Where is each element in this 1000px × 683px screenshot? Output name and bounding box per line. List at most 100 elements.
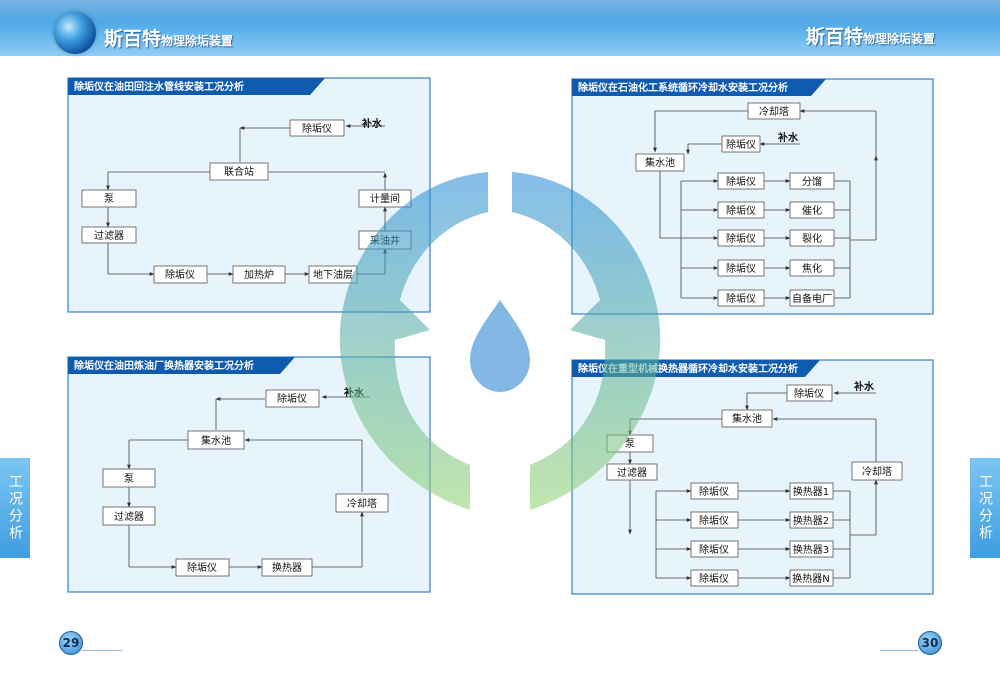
box-cooling-tower [747,102,801,120]
box-combined-station-label: 联合站 [224,165,254,178]
panel-title-bar [68,78,325,95]
side-tab-right: 工况分析 [970,458,1000,558]
box-pump-label: 泵 [625,438,635,450]
box-descaler-2-label: 除垢仪 [726,204,756,217]
box-metering-room [358,189,412,208]
box-heat-exchanger-label: 换热器 [272,561,302,574]
box-descaler-1 [717,172,765,190]
panel-title-bar [68,357,295,374]
box-descaler-4-label: 除垢仪 [726,262,756,275]
box-underground-reservoir-label: 地下油层 [313,268,353,281]
box-cooling-tower-label: 冷却塔 [862,465,892,478]
brand-name-right: 斯百特 [806,26,864,48]
page-number-left: 29 [59,631,83,655]
box-exchanger-1 [789,482,834,500]
box-descaler-top [786,384,833,402]
box-cooling-tower [851,461,903,481]
box-collection-pool [721,409,773,428]
box-exchanger-n-label: 换热器N [792,572,829,585]
brand-name-left: 斯百特 [104,28,162,50]
box-descaler-top-label: 除垢仪 [726,138,756,151]
page-header: 斯百特物理除垢装置 斯百特物理除垢装置 [0,0,1000,56]
watermark-logo-icon [339,172,661,510]
box-pump-label: 泵 [124,473,134,485]
box-fractionation-label: 分馏 [802,175,822,188]
box-combined-station [209,162,269,181]
page-number-right: 30 [918,631,942,655]
box-descaler-2-label: 除垢仪 [699,514,729,527]
box-descaler-4 [690,569,739,587]
box-exchanger-2 [789,511,834,529]
header-shine [0,0,1000,22]
box-descaler-2 [717,201,765,219]
box-metering-room-label: 计量间 [370,192,400,205]
page-line-right [880,650,918,651]
box-descaler [289,119,345,137]
box-exchanger-2-label: 换热器2 [793,514,829,527]
side-tab-left: 工况分析 [0,458,30,558]
box-power-plant-label: 自备电厂 [792,292,832,305]
brand-suffix-left: 物理除垢装置 [161,34,234,48]
box-filter-label: 过滤器 [617,466,647,479]
box-filter [606,463,658,481]
box-descaler-1 [690,482,739,500]
box-heater-label: 加热炉 [244,268,274,281]
box-descaler-1-label: 除垢仪 [726,175,756,188]
box-heat-exchanger [261,558,313,577]
panel-title: 除垢仪在石油化工系统循环冷却水安装工况分析 [578,81,788,94]
box-collection-pool [635,153,685,172]
page-line-left [82,650,122,651]
box-exchanger-1-label: 换热器1 [793,485,829,498]
box-descaler-top-label: 除垢仪 [794,387,824,400]
box-collection-pool-label: 集水池 [732,412,762,425]
box-cracking [789,229,835,247]
box-descaler-2 [175,558,230,577]
box-heater [232,265,286,284]
box-collection-pool-label: 集水池 [645,156,675,169]
box-exchanger-n [789,569,834,587]
box-descaler-3-label: 除垢仪 [699,543,729,556]
box-descaler-2 [690,511,739,529]
box-descaler-label: 除垢仪 [277,392,307,405]
brand-right: 斯百特物理除垢装置 [806,22,935,49]
box-descaler-5-label: 除垢仪 [726,292,756,305]
box-power-plant [789,289,835,307]
box-filter [81,226,137,244]
label-makeup-water: 补水 [853,380,875,393]
panel-title-bar [572,79,826,96]
box-descaler-4 [717,259,765,277]
box-pump [102,468,156,488]
box-collection-pool-label: 集水池 [201,434,231,447]
label-makeup-water: 补水 [777,131,799,144]
box-descaler-2 [153,265,208,284]
box-descaler-label: 除垢仪 [302,122,332,135]
panel-refinery-exchanger: 除垢仪在油田炼油厂换热器安装工况分析 除垢仪 补水 集水池 泵 过滤器 除垢仪 … [67,356,431,593]
box-descaler-2-label: 除垢仪 [165,268,195,281]
box-descaler-3 [717,229,765,247]
box-descaler-4-label: 除垢仪 [699,572,729,585]
box-descaler-2-label: 除垢仪 [187,561,217,574]
box-filter-label: 过滤器 [94,229,124,242]
box-descaler-5 [717,289,765,307]
panel-title: 除垢仪在油田回注水管线安装工况分析 [74,80,244,93]
box-cracking-label: 裂化 [802,232,822,245]
box-collection-pool [187,430,245,450]
box-descaler-1-label: 除垢仪 [699,485,729,498]
box-cooling-tower-label: 冷却塔 [759,105,789,118]
box-descaler [265,389,320,408]
box-exchanger-3 [789,540,834,558]
box-fractionation [789,172,835,190]
box-pump-label: 泵 [104,193,114,205]
box-exchanger-3-label: 换热器3 [793,543,829,556]
box-pump [81,189,137,208]
box-filter-label: 过滤器 [114,510,144,523]
brand-left: 斯百特物理除垢装置 [104,24,233,51]
box-cooling-tower-label: 冷却塔 [347,497,377,510]
label-makeup-water: 补水 [361,117,383,130]
box-catalysis [789,201,835,219]
brand-suffix-right: 物理除垢装置 [863,32,936,46]
box-coking-label: 焦化 [802,262,822,275]
box-coking [789,259,835,277]
box-descaler-top [721,135,761,153]
